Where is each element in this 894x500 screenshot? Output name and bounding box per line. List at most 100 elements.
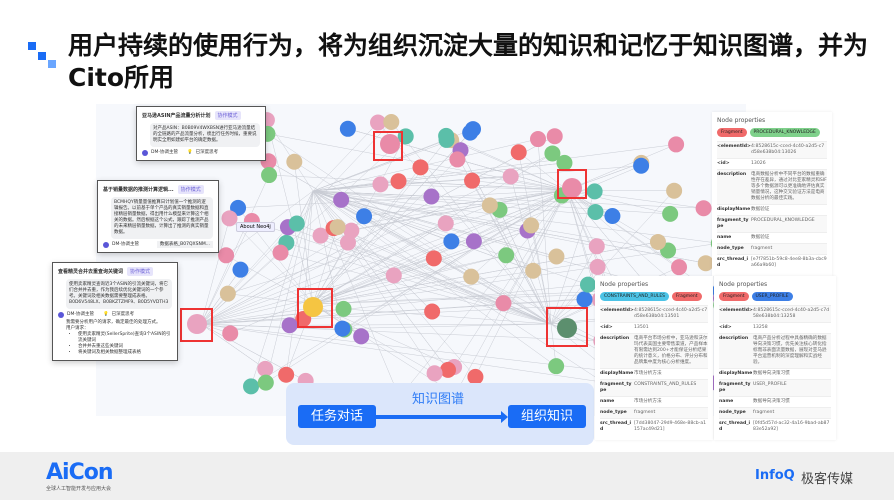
graph-node[interactable]	[465, 233, 482, 250]
highlighted-node[interactable]	[303, 297, 323, 317]
graph-node[interactable]	[546, 128, 563, 145]
graph-node[interactable]	[218, 247, 235, 264]
graph-node[interactable]	[426, 365, 443, 382]
mode-badge[interactable]: 协作模式	[214, 111, 241, 120]
graph-node[interactable]	[425, 250, 442, 267]
label-tag[interactable]: Fragment	[672, 292, 702, 301]
graph-node[interactable]	[649, 233, 666, 250]
graph-node[interactable]	[385, 267, 402, 284]
graph-node[interactable]	[281, 317, 298, 334]
graph-node[interactable]	[588, 238, 605, 255]
graph-node[interactable]	[261, 167, 278, 184]
graph-node[interactable]	[462, 124, 479, 141]
graph-node[interactable]	[548, 248, 565, 265]
graph-node[interactable]	[449, 151, 466, 168]
highlighted-node[interactable]	[562, 178, 582, 198]
graph-node[interactable]	[443, 233, 460, 250]
graph-node[interactable]	[356, 208, 373, 225]
graph-node[interactable]	[530, 131, 547, 148]
thinking-label[interactable]: 已深度思考	[111, 312, 135, 317]
highlighted-node[interactable]	[187, 314, 207, 334]
highlighted-node[interactable]	[557, 318, 577, 338]
graph-node[interactable]	[481, 197, 498, 214]
graph-node[interactable]	[343, 222, 360, 239]
graph-node[interactable]	[438, 127, 455, 144]
label-tag[interactable]: USER_PROFILE	[751, 292, 793, 301]
property-value: 4:8528615c-cced-4c40-a2d5-c7d58e638b04:1…	[634, 308, 708, 319]
graph-node[interactable]	[440, 361, 457, 378]
graph-node[interactable]	[437, 215, 454, 232]
graph-node[interactable]	[467, 368, 484, 385]
graph-node[interactable]	[498, 247, 515, 264]
chat-card[interactable]: 查看精灵合并去重查询关键词协作模式 使用卖家精灵查询近3个ASIN的引流关键词，…	[52, 262, 178, 361]
graph-node[interactable]	[335, 300, 352, 317]
graph-node[interactable]	[662, 205, 679, 222]
graph-node[interactable]	[576, 291, 593, 308]
label-tag[interactable]: CONSTRAINTS_AND_RULES	[600, 292, 670, 301]
graph-node[interactable]	[510, 144, 527, 161]
graph-canvas[interactable]	[96, 104, 746, 416]
graph-node[interactable]	[222, 325, 239, 342]
mode-badge[interactable]: 协作模式	[127, 267, 154, 276]
knowledge-graph[interactable]: About Neo4j	[96, 104, 746, 416]
graph-node[interactable]	[353, 328, 370, 345]
label-tag[interactable]: Fragment	[717, 128, 747, 137]
graph-node[interactable]	[604, 207, 621, 224]
graph-node[interactable]	[586, 183, 603, 200]
highlighted-node[interactable]	[380, 134, 400, 154]
graph-node[interactable]	[423, 188, 440, 205]
graph-node[interactable]	[339, 120, 356, 137]
graph-node[interactable]	[424, 303, 441, 320]
label-tag[interactable]: PROCEDURAL_KNOWLEDGE	[749, 128, 820, 137]
graph-node[interactable]	[589, 258, 606, 275]
graph-edge	[200, 153, 553, 325]
graph-node[interactable]	[278, 366, 295, 383]
graph-node[interactable]	[695, 200, 712, 217]
graph-node[interactable]	[383, 113, 400, 130]
graph-node[interactable]	[312, 227, 329, 244]
graph-node[interactable]	[219, 285, 236, 302]
thinking-label[interactable]: 已深度思考	[195, 150, 219, 155]
graph-node[interactable]	[633, 157, 650, 174]
graph-node[interactable]	[464, 172, 481, 189]
graph-node[interactable]	[334, 320, 351, 337]
graph-node[interactable]	[523, 217, 540, 234]
graph-node[interactable]	[587, 203, 604, 220]
mode-badge[interactable]: 协作模式	[177, 185, 204, 194]
graph-node[interactable]	[548, 358, 565, 375]
graph-node[interactable]	[390, 173, 407, 190]
graph-node[interactable]	[463, 268, 480, 285]
graph-node[interactable]	[272, 244, 289, 261]
graph-node[interactable]	[243, 378, 260, 395]
graph-node[interactable]	[372, 176, 389, 193]
graph-node[interactable]	[525, 262, 542, 279]
chat-card[interactable]: 亚马逊ASIN产品流量分析计划协作模式 对产品ASIN：B0B09V4WXBSN…	[136, 106, 266, 161]
graph-node[interactable]	[556, 154, 573, 171]
graph-node[interactable]	[221, 210, 238, 227]
graph-node[interactable]	[257, 374, 274, 391]
graph-node[interactable]	[671, 259, 688, 276]
chat-card[interactable]: 基于销量数据的推测计算逻辑...协作模式 BCMHQY销量量值推算日计划值一个推…	[97, 180, 219, 253]
about-neo4j-link[interactable]: About Neo4j	[236, 222, 275, 232]
graph-node[interactable]	[333, 191, 350, 208]
graph-node[interactable]	[502, 168, 519, 185]
graph-node[interactable]	[329, 219, 346, 236]
graph-node[interactable]	[288, 215, 305, 232]
file-attachment[interactable]: 数据表格_B07QXSNM...	[156, 241, 213, 248]
graph-node[interactable]	[370, 114, 387, 131]
graph-node[interactable]	[666, 182, 683, 199]
graph-node[interactable]	[286, 153, 303, 170]
graph-node[interactable]	[544, 145, 561, 162]
graph-node[interactable]	[232, 261, 249, 278]
property-key: <id>	[717, 161, 730, 166]
graph-node[interactable]	[697, 255, 714, 272]
graph-node[interactable]	[495, 295, 512, 312]
graph-node[interactable]	[412, 159, 429, 176]
graph-node[interactable]	[579, 276, 596, 293]
graph-node[interactable]	[668, 136, 685, 153]
label-tag[interactable]: Fragment	[719, 292, 749, 301]
graph-node[interactable]	[257, 360, 274, 377]
